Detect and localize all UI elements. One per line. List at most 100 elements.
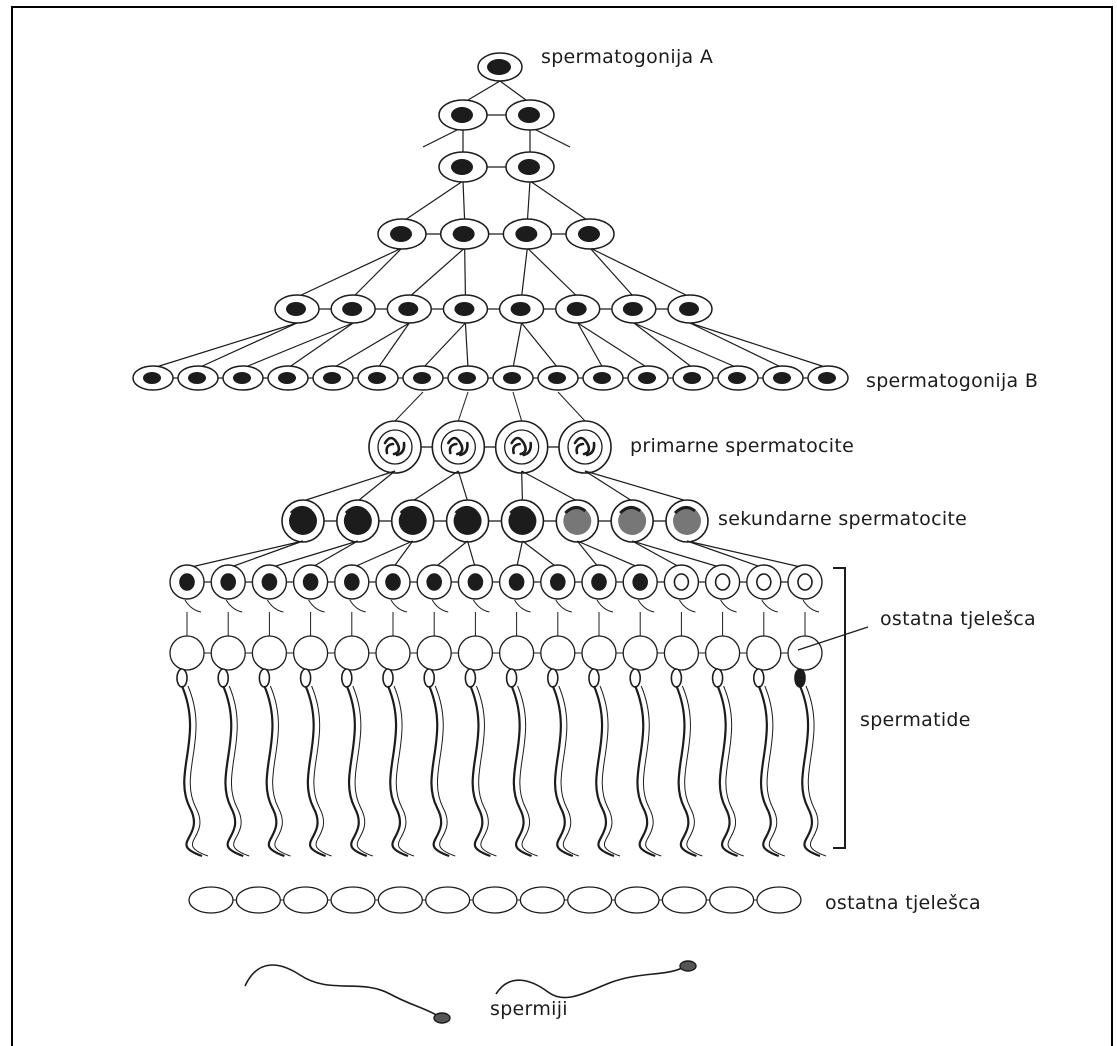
branch-line	[434, 541, 467, 568]
spermatid-nucleus	[633, 574, 647, 590]
spermatid-tail-outline	[435, 686, 455, 856]
branch-line	[228, 541, 303, 568]
faint-connector	[395, 392, 423, 421]
spermatogonium-nucleus	[518, 107, 540, 123]
flagellum-start	[226, 600, 242, 612]
spermatogonium-b-nucleus	[458, 372, 476, 384]
spermatid-tail-outline	[806, 686, 826, 856]
spermatid-nucleus	[386, 574, 400, 590]
spermatogonium-nucleus	[451, 107, 473, 123]
spermatid-tail	[759, 686, 779, 856]
spermatogonium-b-nucleus	[188, 372, 206, 384]
branch-line	[632, 541, 722, 568]
residual-body	[376, 636, 410, 670]
branch-line	[578, 323, 648, 368]
spermatozoon-head	[680, 961, 696, 971]
spermatid-nucleus	[427, 574, 441, 590]
flagellum-start	[679, 600, 695, 612]
residual-body	[417, 636, 451, 670]
residual-body	[500, 636, 534, 670]
spermatogonium-nucleus	[679, 302, 699, 316]
spermatid-tail	[306, 686, 326, 856]
branch-line	[353, 248, 402, 297]
spermatid-nucleus	[468, 574, 482, 590]
branch-line	[585, 471, 687, 501]
flagellum-start	[391, 600, 407, 612]
branch-line	[687, 541, 805, 568]
sperm-head	[342, 669, 352, 687]
spermatid-nucleus	[592, 574, 606, 590]
spermatid-nucleus	[674, 574, 688, 590]
label-spermatozoa: spermiji	[490, 1000, 568, 1019]
sperm-head	[259, 669, 269, 687]
spermatid-tail-outline	[724, 686, 744, 856]
spermatogonium-b-nucleus	[728, 372, 746, 384]
spermatid-nucleus	[304, 574, 318, 590]
spermatid-tail-outline	[600, 686, 620, 856]
residual-body	[252, 636, 286, 670]
free-residual-body	[757, 887, 801, 913]
sperm-head	[424, 669, 434, 687]
spermatid-tail	[676, 686, 696, 856]
spermatogonium-b-nucleus	[233, 372, 251, 384]
label-residual-bodies-top: ostatna tjelešca	[880, 610, 1036, 629]
spermatogonium-nucleus	[511, 302, 531, 316]
branch-line	[527, 248, 577, 297]
branch-line	[634, 323, 693, 368]
spermatid-nucleus	[180, 574, 194, 590]
branch-line	[463, 181, 465, 222]
spermatid-tail-outline	[312, 686, 332, 856]
residual-body	[582, 636, 616, 670]
spermatogonium-nucleus	[454, 302, 474, 316]
spermatogonium-b-nucleus	[278, 372, 296, 384]
residual-body	[623, 636, 657, 670]
label-spermatogonia-a: spermatogonija A	[541, 48, 713, 67]
spermatid-nucleus	[262, 574, 276, 590]
spermatid-tail	[553, 686, 573, 856]
spermatogonium-b-nucleus	[368, 372, 386, 384]
spermatid-tail-outline	[518, 686, 538, 856]
branch-line	[687, 541, 764, 568]
branch-line	[153, 323, 297, 368]
branch-line	[513, 323, 522, 368]
flagellum-start	[473, 600, 489, 612]
primary-spermatocyte	[559, 421, 611, 473]
spermatid-tail	[800, 686, 820, 856]
spermatid-tail	[429, 686, 449, 856]
spermatid-tail-outline	[270, 686, 290, 856]
flagellum-start	[721, 600, 737, 612]
flagellum-start	[556, 600, 572, 612]
branch-line	[585, 471, 632, 501]
spermatogonium-b-nucleus	[818, 372, 836, 384]
spermatid-tail-outline	[641, 686, 661, 856]
faint-connector	[513, 392, 522, 421]
label-spermatids: spermatide	[860, 711, 971, 730]
branch-line	[522, 541, 557, 568]
branch-line	[468, 541, 476, 568]
spermatid-tail	[223, 686, 243, 856]
branch-line	[378, 323, 409, 368]
primary-spermatocyte	[496, 421, 548, 473]
spermatid-tail-outline	[765, 686, 785, 856]
sperm-head	[177, 669, 187, 687]
branch-line	[358, 471, 395, 501]
flagellum-start	[432, 600, 448, 612]
branch-line	[413, 471, 459, 501]
spermatid-nucleus	[798, 574, 812, 590]
free-residual-body	[615, 887, 659, 913]
spermatid-tail-outline	[353, 686, 373, 856]
residual-body	[335, 636, 369, 670]
spermatogonium-nucleus	[578, 226, 600, 242]
spermatid-tail	[594, 686, 614, 856]
flagellum-start	[309, 600, 325, 612]
branch-line	[198, 323, 297, 368]
spermatid-tail-outline	[394, 686, 414, 856]
sperm-head	[589, 669, 599, 687]
residual-body	[706, 636, 740, 670]
spermatozoon-tail	[245, 965, 438, 1016]
spermatid-tail-outline	[229, 686, 249, 856]
spermatozoon-head	[434, 1013, 450, 1023]
branch-line	[590, 248, 690, 297]
free-residual-body	[426, 887, 470, 913]
spermatogonium-nucleus	[623, 302, 643, 316]
